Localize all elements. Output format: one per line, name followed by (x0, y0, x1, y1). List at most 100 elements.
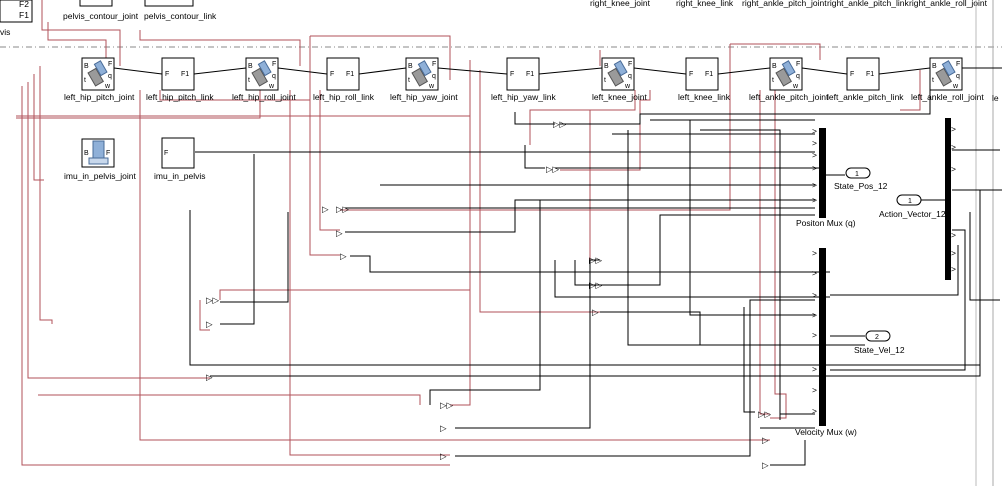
svg-text:>: > (812, 364, 817, 374)
svg-text:▷▷: ▷▷ (206, 295, 220, 305)
top-partial-label-3: right_knee_link (676, 0, 734, 8)
outport-state-vel[interactable]: 2 (865, 330, 891, 342)
port-q: q (272, 73, 276, 80)
left-cut-label: vis (0, 27, 10, 37)
svg-text:>: > (812, 126, 817, 136)
joint-block-left-hip-roll-joint[interactable]: B Ft qw (245, 57, 279, 91)
svg-text:>: > (951, 164, 956, 174)
block-label: left_knee_joint (592, 92, 647, 102)
outport-state-pos[interactable]: 1 (845, 167, 871, 179)
port-t: t (772, 77, 774, 84)
svg-text:▷▷: ▷▷ (758, 409, 772, 419)
svg-text:>: > (951, 248, 956, 258)
svg-text:▷: ▷ (762, 460, 769, 470)
port-f: F (165, 71, 169, 78)
position-mux[interactable]: Positon Mux (q) (796, 128, 856, 228)
inport-action-vector[interactable]: 1 (896, 194, 922, 206)
svg-text:>: > (812, 248, 817, 258)
port-b: B (932, 63, 937, 70)
svg-text:>: > (812, 150, 817, 160)
block-label: left_hip_pitch_link (146, 92, 214, 102)
svg-text:>: > (812, 195, 817, 205)
port-b: B (248, 63, 253, 70)
imu-link-block[interactable]: F (161, 137, 195, 169)
top-partial-label-5: right_ankle_pitch_link (827, 0, 909, 8)
svg-text:>: > (951, 264, 956, 274)
velocity-mux-label: Velocity Mux (w) (795, 427, 857, 437)
svg-text:▷: ▷ (206, 372, 213, 382)
port-b: B (408, 63, 413, 70)
svg-text:▷: ▷ (440, 423, 447, 433)
port-q: q (432, 73, 436, 80)
svg-text:>: > (812, 268, 817, 278)
link-block-left-hip-pitch-link[interactable]: F F1 (161, 57, 195, 91)
port-f1: F1 (866, 71, 874, 78)
signal-arrowheads: ▷▷ ▷▷ ▷▷ ▷ ▷ ▷ ▷▷ ▷ ▷ ▷▷ ▷ ▷ ▷▷ ▷▷ ▷ ▷▷ … (206, 119, 772, 470)
svg-text:>: > (812, 290, 817, 300)
port-f: F (850, 71, 854, 78)
port-q: q (956, 73, 960, 80)
velocity-mux[interactable]: Velocity Mux (w) (795, 248, 857, 437)
port-f: F (796, 61, 800, 68)
svg-text:▷▷: ▷▷ (546, 164, 560, 174)
svg-text:▷: ▷ (340, 251, 347, 261)
svg-text:▷▷: ▷▷ (589, 280, 603, 290)
svg-text:▷▷: ▷▷ (589, 255, 603, 265)
port-b: B (604, 63, 609, 70)
mux-input-chevrons: >> >> >> >> >> >> >> >> >> >> (812, 124, 956, 416)
top-partial-label-4: right_ankle_pitch_joint (742, 0, 827, 8)
port-f: F (510, 71, 514, 78)
svg-text:2: 2 (875, 334, 879, 341)
port-f: F (272, 61, 276, 68)
svg-text:B: B (84, 150, 89, 157)
port-f: F (628, 61, 632, 68)
port-w: w (792, 83, 799, 90)
action-demux[interactable] (945, 118, 951, 280)
port-f: F (956, 61, 960, 68)
port-f: F (108, 61, 112, 68)
port-w: w (104, 83, 111, 90)
imu-joint-block[interactable]: B F (81, 138, 115, 168)
port-f1: F1 (705, 71, 713, 78)
port-w: w (428, 83, 435, 90)
svg-text:▷▷: ▷▷ (440, 400, 454, 410)
port-q: q (628, 73, 632, 80)
port-f: F (330, 71, 334, 78)
svg-text:F: F (164, 150, 168, 157)
position-mux-label: Positon Mux (q) (796, 218, 856, 228)
port-t: t (248, 77, 250, 84)
svg-text:▷: ▷ (440, 451, 447, 461)
svg-text:>: > (812, 180, 817, 190)
port-f1: F1 (181, 71, 189, 78)
svg-text:>: > (812, 138, 817, 148)
svg-text:▷: ▷ (592, 307, 599, 317)
port-f: F (432, 61, 436, 68)
block-label: left_hip_yaw_link (491, 92, 556, 102)
port-w: w (268, 83, 275, 90)
top-partial-label-0: pelvis_contour_joint (63, 11, 139, 21)
port-w: w (952, 83, 959, 90)
top-partial-label-2: right_knee_joint (590, 0, 651, 8)
port-t: t (604, 77, 606, 84)
block-label: left_ankle_pitch_joint (749, 92, 829, 102)
svg-text:▷: ▷ (206, 319, 213, 329)
block-label: left_knee_link (678, 92, 731, 102)
port-t: t (932, 77, 934, 84)
top-partial-label-6: right_ankle_roll_joint (909, 0, 988, 8)
svg-text:>: > (812, 163, 817, 173)
joint-block-left-ankle-roll-joint[interactable]: B Ft qw (929, 57, 963, 91)
svg-text:F: F (106, 150, 110, 157)
svg-text:>: > (951, 230, 956, 240)
svg-text:▷: ▷ (322, 204, 329, 214)
imu-joint-label: imu_in_pelvis_joint (64, 171, 136, 181)
link-block-left-ankle-pitch-link[interactable]: F F1 (846, 57, 880, 91)
